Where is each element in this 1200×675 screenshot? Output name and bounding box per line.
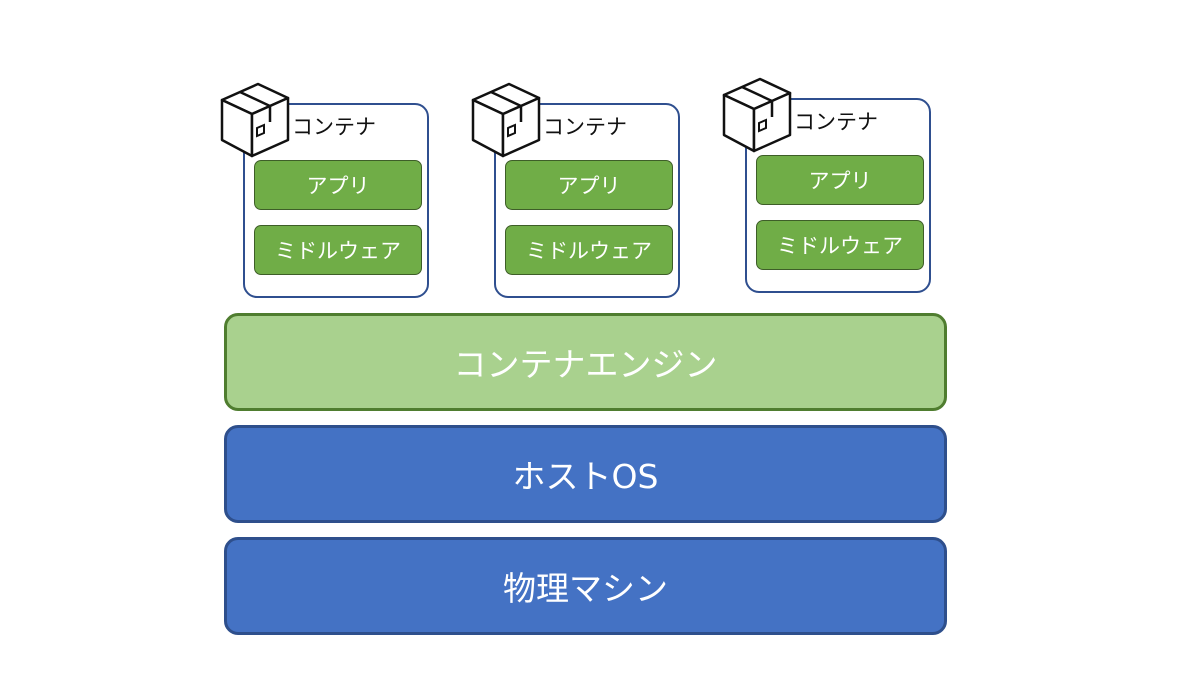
container-2: コンテナ アプリ ミドルウェア [471, 82, 680, 298]
app-layer: アプリ [756, 155, 924, 205]
middleware-layer: ミドルウェア [756, 220, 924, 270]
host-os-layer: ホストOS [224, 425, 947, 523]
container-engine-layer: コンテナエンジン [224, 313, 947, 411]
container-3: コンテナ アプリ ミドルウェア [722, 77, 931, 293]
package-box-icon [220, 82, 290, 158]
container-title: コンテナ [794, 110, 878, 134]
middleware-layer: ミドルウェア [254, 225, 422, 275]
app-layer: アプリ [505, 160, 673, 210]
container-title: コンテナ [543, 115, 627, 139]
app-layer: アプリ [254, 160, 422, 210]
container-1: コンテナ アプリ ミドルウェア [220, 82, 429, 298]
container-title: コンテナ [292, 115, 376, 139]
package-box-icon [722, 77, 792, 153]
physical-machine-layer: 物理マシン [224, 537, 947, 635]
package-box-icon [471, 82, 541, 158]
middleware-layer: ミドルウェア [505, 225, 673, 275]
